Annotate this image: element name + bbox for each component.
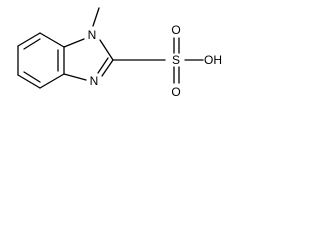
bond-n3-c3a bbox=[63, 73, 87, 81]
atom-label-n1: N bbox=[88, 28, 97, 42]
double-bond-c5-c4-inner bbox=[23, 71, 41, 83]
benzene-ring bbox=[17, 32, 65, 89]
atom-label-n3: N bbox=[90, 74, 99, 88]
imidazole-ring bbox=[63, 38, 114, 81]
atom-label-o-bottom: O bbox=[171, 85, 180, 99]
atom-label-s: S bbox=[172, 53, 180, 67]
methyl-bond bbox=[92, 7, 100, 27]
bond-c7a-c7 bbox=[39, 32, 65, 48]
bond-c4-c3a bbox=[39, 73, 65, 89]
bond-c2-n3 bbox=[101, 59, 114, 77]
bond-c7-c6 bbox=[17, 32, 41, 47]
atom-label-oh: OH bbox=[204, 53, 222, 67]
double-bond-c7-c6-inner bbox=[23, 38, 41, 50]
atom-label-o-top: O bbox=[171, 23, 180, 37]
double-bond-c2-n3-second bbox=[97, 57, 109, 74]
bond-c5-c4 bbox=[17, 74, 41, 89]
bond-n1-c2 bbox=[99, 39, 114, 61]
structure-diagram: N N S O O OH bbox=[17, 7, 222, 99]
bond-c7a-n1 bbox=[63, 38, 85, 48]
